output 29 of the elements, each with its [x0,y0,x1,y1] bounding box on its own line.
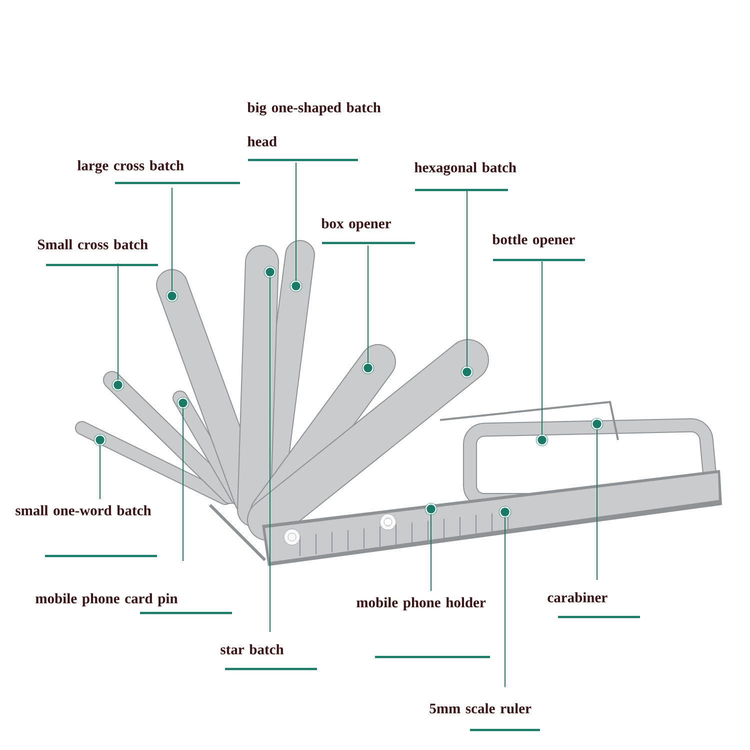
callout-label: hexagonal batch [414,162,516,176]
leader-line [466,189,468,368]
callout-label: box opener [321,218,391,232]
callout-label: large cross batch [77,160,184,174]
callout-label: big one-shaped batch head [247,102,381,146]
callout-label: Small cross batch [38,239,148,250]
callout-dot [460,366,474,378]
callout-dot [424,502,438,516]
callout-dot [94,434,106,446]
callout-label: star batch [220,644,284,654]
callout-label: bottle opener [492,234,575,248]
callout-label: carabiner [548,592,608,602]
callout-dot [176,396,190,410]
callout-label: mobile phone holder [356,597,486,610]
callout-dot [166,290,178,302]
callout-label: 5mm scale ruler [430,703,532,714]
callout-dot [498,506,512,518]
callout-dot [264,266,276,278]
callout-label: small one-word batch [16,505,152,516]
leader-line [504,516,506,688]
leader-line [430,514,432,592]
callout-label: mobile phone card pin [36,593,178,606]
leader-line [596,428,598,580]
callout-dot [536,434,548,446]
callout-dot [290,280,302,292]
callout-dot [362,362,374,374]
callout-dot [590,418,604,430]
callout-dot [112,378,124,392]
leader-line [182,408,184,562]
